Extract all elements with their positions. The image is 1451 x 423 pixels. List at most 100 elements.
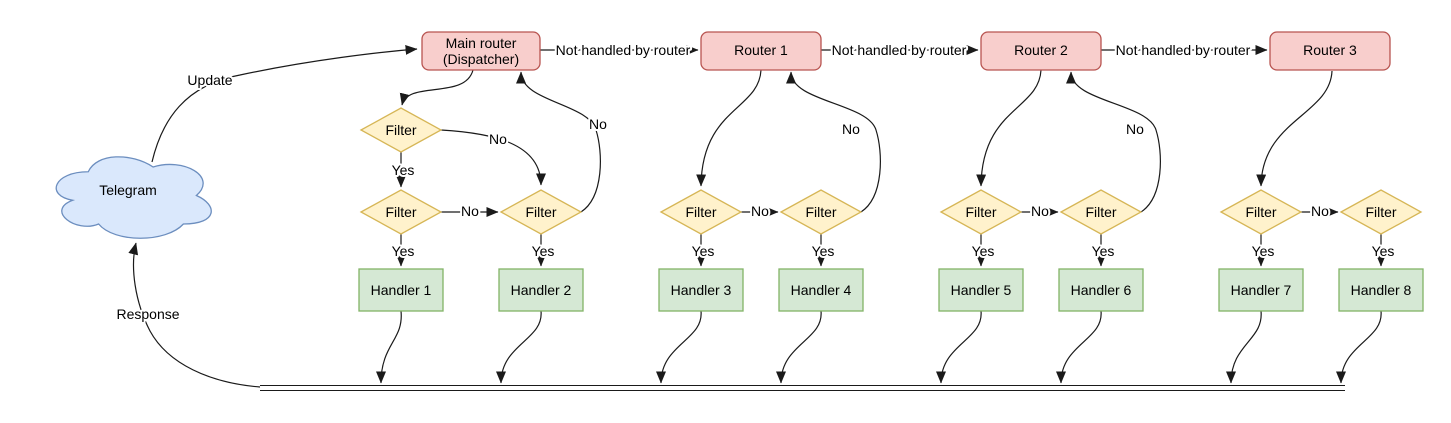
node-router-2: Router 2 xyxy=(980,31,1102,71)
filterI-label: Filter xyxy=(1365,204,1396,220)
filterG-diamond xyxy=(1059,189,1143,235)
edge-router1-to-filterD xyxy=(696,69,762,187)
filterA-label: Filter xyxy=(385,122,416,138)
edge-handler7-to-bus xyxy=(1226,310,1262,384)
node-filter-g: Filter xyxy=(1059,189,1143,235)
edge-router3-to-filterH xyxy=(1256,70,1333,187)
yes-label-filterI: Yes xyxy=(1372,243,1395,259)
node-main-router: Main router (Dispatcher) xyxy=(421,31,541,71)
handler3-box xyxy=(658,268,744,312)
main-router-box xyxy=(421,31,541,71)
not-handled-label-1: Not handled by router xyxy=(556,42,691,58)
yes-label-filterA: Yes xyxy=(392,162,415,178)
edge-filterA-no-filterC xyxy=(440,129,546,186)
handler1-box xyxy=(358,268,444,312)
main-router-label-line2: (Dispatcher) xyxy=(443,51,519,67)
handler5-box xyxy=(938,268,1024,312)
not-handled-label-3: Not handled by router xyxy=(1116,42,1251,58)
filterB-label: Filter xyxy=(385,204,416,220)
filterB-diamond xyxy=(359,189,443,235)
no-label-filterB: No xyxy=(461,203,479,219)
edge-handler6-to-bus xyxy=(1056,310,1102,384)
handler8-box xyxy=(1338,268,1424,312)
handler4-label: Handler 4 xyxy=(791,282,852,298)
node-handler-6: Handler 6 xyxy=(1058,268,1144,312)
filterF-diamond xyxy=(939,189,1023,235)
node-filter-d: Filter xyxy=(659,189,743,235)
node-filter-e: Filter xyxy=(779,189,863,235)
node-handler-4: Handler 4 xyxy=(778,268,864,312)
router3-box xyxy=(1269,31,1391,71)
filterC-label: Filter xyxy=(525,204,556,220)
router3-label: Router 3 xyxy=(1303,42,1357,58)
edge-filterG-no-router2 xyxy=(1066,71,1161,213)
no-label-filterA: No xyxy=(489,131,507,147)
node-handler-5: Handler 5 xyxy=(938,268,1024,312)
telegram-label: Telegram xyxy=(99,182,157,198)
yes-label-filterD: Yes xyxy=(692,243,715,259)
router1-label: Router 1 xyxy=(734,42,788,58)
yes-label-filterB: Yes xyxy=(392,243,415,259)
handler7-label: Handler 7 xyxy=(1231,282,1292,298)
edge-handler2-to-bus xyxy=(496,310,542,384)
yes-label-filterE: Yes xyxy=(812,243,835,259)
edge-handler4-to-bus xyxy=(776,310,822,384)
router2-box xyxy=(980,31,1102,71)
node-telegram: Telegram xyxy=(55,156,212,239)
yes-label-filterG: Yes xyxy=(1092,243,1115,259)
filterG-label: Filter xyxy=(1085,204,1116,220)
filterI-diamond xyxy=(1339,189,1423,235)
no-label-filterF: No xyxy=(1031,203,1049,219)
no-label-filterH: No xyxy=(1311,203,1329,219)
handler6-box xyxy=(1058,268,1144,312)
edge-filterC-no-main xyxy=(516,71,601,213)
router1-box xyxy=(700,31,822,71)
edge-main-to-filterA xyxy=(399,69,474,106)
handler6-label: Handler 6 xyxy=(1071,282,1132,298)
edge-response xyxy=(128,242,261,388)
router2-label: Router 2 xyxy=(1014,42,1068,58)
node-router-1: Router 1 xyxy=(700,31,822,71)
filterE-label: Filter xyxy=(805,204,836,220)
filterA-diamond xyxy=(359,107,443,153)
handler2-box xyxy=(498,268,584,312)
filterD-diamond xyxy=(659,189,743,235)
handler3-label: Handler 3 xyxy=(671,282,732,298)
no-label-filterC: No xyxy=(589,116,607,132)
handler5-label: Handler 5 xyxy=(951,282,1012,298)
node-filter-h: Filter xyxy=(1219,189,1303,235)
node-handler-3: Handler 3 xyxy=(658,268,744,312)
edge-handler1-to-bus xyxy=(376,310,402,384)
yes-label-filterC: Yes xyxy=(532,243,555,259)
main-router-label-line1: Main router xyxy=(446,35,517,51)
node-filter-i: Filter xyxy=(1339,189,1423,235)
response-label: Response xyxy=(116,306,179,322)
handler8-label: Handler 8 xyxy=(1351,282,1412,298)
filterE-diamond xyxy=(779,189,863,235)
node-filter-f: Filter xyxy=(939,189,1023,235)
filterH-label: Filter xyxy=(1245,204,1276,220)
no-label-filterG: No xyxy=(1126,121,1144,137)
edge-handler8-to-bus xyxy=(1336,310,1382,384)
node-filter-c: Filter xyxy=(499,189,583,235)
node-router-3: Router 3 xyxy=(1269,31,1391,71)
filterF-label: Filter xyxy=(965,204,996,220)
handler2-label: Handler 2 xyxy=(511,282,572,298)
telegram-cloud-shape xyxy=(55,156,212,239)
edge-labels: Update Response Not handled by router No… xyxy=(114,40,1396,324)
edge-handler5-to-bus xyxy=(936,310,982,384)
filterH-diamond xyxy=(1219,189,1303,235)
no-label-filterD: No xyxy=(751,203,769,219)
edge-filterE-no-router1 xyxy=(786,71,881,213)
not-handled-label-2: Not handled by router xyxy=(832,42,967,58)
edge-update xyxy=(151,44,418,163)
node-filter-b: Filter xyxy=(359,189,443,235)
handler7-box xyxy=(1218,268,1304,312)
node-handler-2: Handler 2 xyxy=(498,268,584,312)
node-filter-a: Filter xyxy=(359,107,443,153)
handler1-label: Handler 1 xyxy=(371,282,432,298)
node-handler-8: Handler 8 xyxy=(1338,268,1424,312)
no-label-filterE: No xyxy=(842,121,860,137)
